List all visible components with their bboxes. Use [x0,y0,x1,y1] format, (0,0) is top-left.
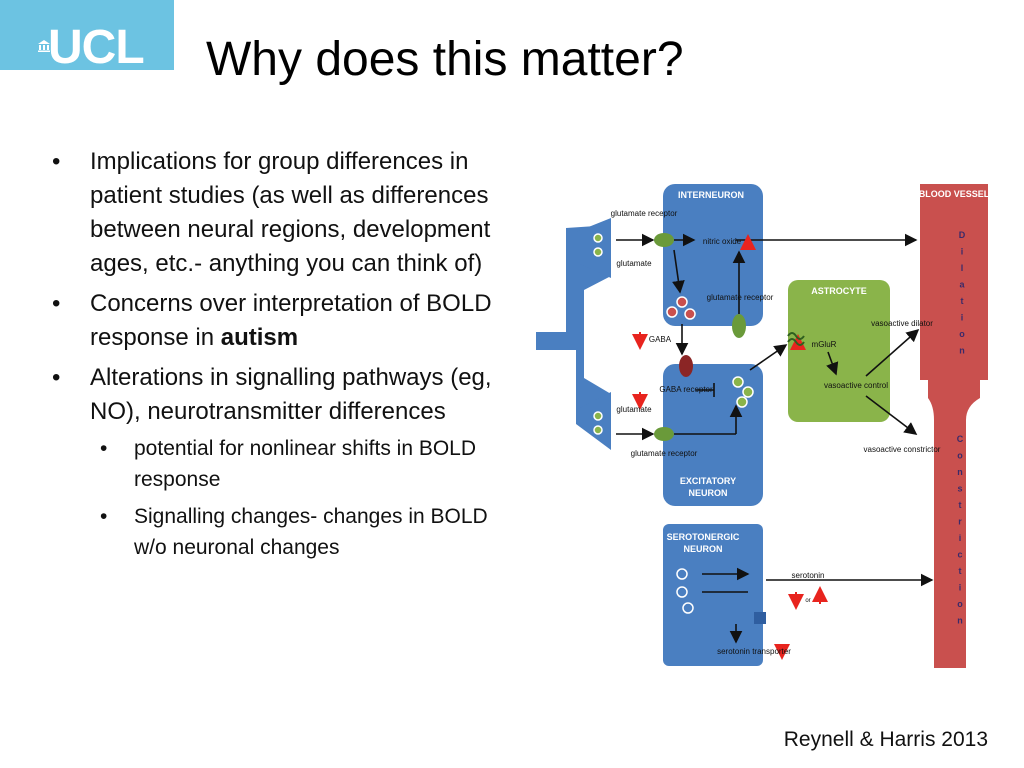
bullet-text: Implications for group differences in pa… [90,148,491,277]
label-nitric-oxide: nitric oxide [703,237,742,246]
bullet-dot: • [100,437,108,460]
label-glutamate-receptor-1: glutamate receptor [611,209,678,218]
vessel-letter: i [961,313,964,323]
astrocyte-label: ASTROCYTE [811,286,867,296]
label-serotonin: serotonin [792,571,825,580]
excitatory-neuron-label-2: NEURON [688,488,727,498]
vesicles [666,296,766,624]
label-gaba-receptor: GABA receptor [659,385,713,394]
vessel-letter: c [957,550,962,560]
vessel-letter: o [959,329,965,339]
glutamate-receptor-interneuron [654,233,674,247]
vessel-letter: s [957,484,962,494]
serotonergic-neuron-label-1: SEROTONERGIC [667,532,740,542]
neurovascular-diagram: INTERNEURON EXCITATORY NEURON SEROTONERG… [536,184,990,668]
vessel-letter: t [959,500,962,510]
vessel-letter: l [961,263,964,273]
blood-vessel-label: BLOOD VESSEL [919,189,990,199]
label-glutamate-2: glutamate [616,405,652,414]
bullet-item: • Concerns over interpretation of BOLD r… [52,287,512,355]
label-glutamate-receptor-2: glutamate receptor [707,293,774,302]
vessel-letter: o [957,451,963,461]
vessel-letter: t [959,566,962,576]
serotonergic-neuron-cell [663,524,763,666]
vessel-letter: o [957,599,963,609]
vessel-letter: r [958,517,962,527]
bullet-item: • Alterations in signalling pathways (eg… [52,361,512,563]
logo-text: UCL [48,21,145,74]
interneuron-cell [663,184,763,326]
presynaptic-terminal [536,218,611,450]
label-gaba: GABA [649,335,672,344]
bullet-dot: • [52,290,61,317]
slide-title: Why does this matter? [206,33,684,86]
vessel-letter: n [957,616,963,626]
vessel-letter: t [961,296,964,306]
excitatory-neuron-label-1: EXCITATORY [680,476,736,486]
vessel-letter: n [959,346,965,356]
label-mglur: mGluR [812,340,837,349]
vessel-letter: C [957,434,964,444]
portico-icon [38,40,50,52]
bullet-item: • Implications for group differences in … [52,145,512,281]
label-or: or [805,598,810,604]
label-glutamate-receptor-3: glutamate receptor [631,449,698,458]
vessel-letter: i [959,583,962,593]
label-vasoactive-control: vasoactive control [824,381,888,390]
mglur-receptor-icon [787,332,805,346]
ucl-logo: UCL [0,0,174,74]
label-serotonin-transporter: serotonin transporter [717,647,791,656]
sub-bullet-text: potential for nonlinear shifts in BOLD r… [134,437,477,491]
sub-bullet-item: • potential for nonlinear shifts in BOLD… [90,433,512,495]
bullet-dot: • [52,364,61,391]
glutamate-receptor-interneuron-2 [732,314,746,338]
label-glutamate-1: glutamate [616,259,652,268]
vessel-letter: n [957,467,963,477]
blood-vessel [920,184,988,668]
sub-bullet-item: • Signalling changes- changes in BOLD w/… [90,501,512,563]
label-vasoactive-dilator: vasoactive dilator [871,319,933,328]
interneuron-label: INTERNEURON [678,190,744,200]
bullet-text: Alterations in signalling pathways (eg, … [90,364,492,425]
bullet-dot: • [100,505,108,528]
vessel-letter: D [959,230,966,240]
gaba-receptor-node [679,355,693,377]
bullet-text: Concerns over interpretation of BOLD res… [90,290,492,351]
vessel-letter: a [959,280,965,290]
label-vasoactive-constrictor: vasoactive constrictor [864,445,941,454]
bullet-dot: • [52,148,61,175]
citation: Reynell & Harris 2013 [783,728,988,751]
sub-bullet-list: • potential for nonlinear shifts in BOLD… [90,433,512,563]
astrocyte-cell [788,280,890,422]
bullet-list: • Implications for group differences in … [52,145,512,569]
diagram-arrows [616,233,934,644]
glutamate-receptor-excitatory [654,427,674,441]
bullet-bold-text: autism [220,324,299,351]
sub-bullet-text: Signalling changes- changes in BOLD w/o … [134,505,488,559]
vessel-letter: i [961,247,964,257]
vessel-letter: i [959,533,962,543]
serotonergic-neuron-label-2: NEURON [683,544,722,554]
